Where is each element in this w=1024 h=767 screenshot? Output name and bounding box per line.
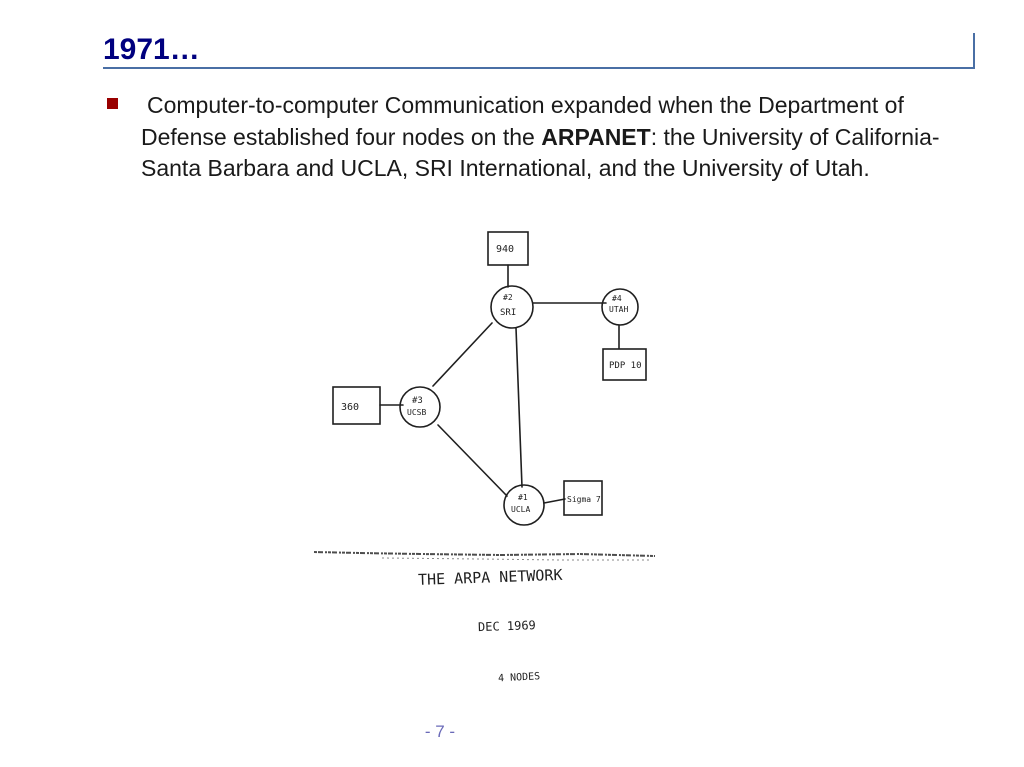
node-utah-name: UTAH — [609, 305, 628, 314]
node-sri-number: #2 — [503, 293, 513, 302]
arpanet-sketch: #2 SRI #4 UTAH #3 UCSB #1 UCLA 940 PDP 1… — [313, 231, 656, 684]
node-ucsb-name: UCSB — [407, 408, 426, 417]
bullet-text-tail: : the University of California-Santa Bar… — [141, 123, 940, 182]
page-number: - 7 - — [424, 722, 456, 741]
sketch-caption: THE ARPA NETWORK — [418, 566, 563, 589]
bullet-paragraph: Computer-to-computer Communication expan… — [141, 90, 981, 185]
host-box-ucla — [563, 480, 603, 516]
node-ucla — [503, 484, 545, 526]
host-box-sri — [487, 231, 529, 266]
bullet-marker — [107, 98, 118, 109]
link-ucla-host — [543, 498, 566, 504]
host-utah-label: PDP 10 — [609, 361, 642, 371]
pencil-scratch-2 — [381, 557, 650, 561]
bullet-text-lead: Computer-to-computer Communication expan… — [141, 92, 904, 150]
title-underline — [103, 67, 975, 69]
title-rule-corner — [973, 33, 975, 69]
node-sri-name: SRI — [500, 308, 516, 318]
node-ucla-number: #1 — [518, 493, 528, 502]
node-ucla-name: UCLA — [511, 505, 530, 514]
sketch-node-count: 4 NODES — [498, 671, 541, 684]
sketch-date: DEC 1969 — [478, 618, 536, 634]
link-sri-ucsb — [432, 322, 493, 387]
bullet-text-emphasis: ARPANET — [541, 123, 651, 150]
host-ucla-label: Sigma 7 — [567, 495, 601, 504]
pencil-scratch — [313, 551, 656, 557]
link-sri-ucla — [515, 327, 523, 488]
host-ucsb-label: 360 — [341, 402, 359, 413]
node-utah-number: #4 — [612, 294, 622, 303]
node-ucsb — [399, 386, 441, 428]
node-ucsb-number: #3 — [412, 396, 423, 406]
host-box-ucsb — [332, 386, 381, 425]
link-ucsb-ucla — [437, 424, 508, 497]
host-sri-label: 940 — [496, 244, 514, 255]
node-utah — [601, 288, 639, 326]
node-sri — [490, 285, 534, 329]
host-box-utah — [602, 348, 647, 381]
slide-title: 1971… — [103, 33, 200, 66]
